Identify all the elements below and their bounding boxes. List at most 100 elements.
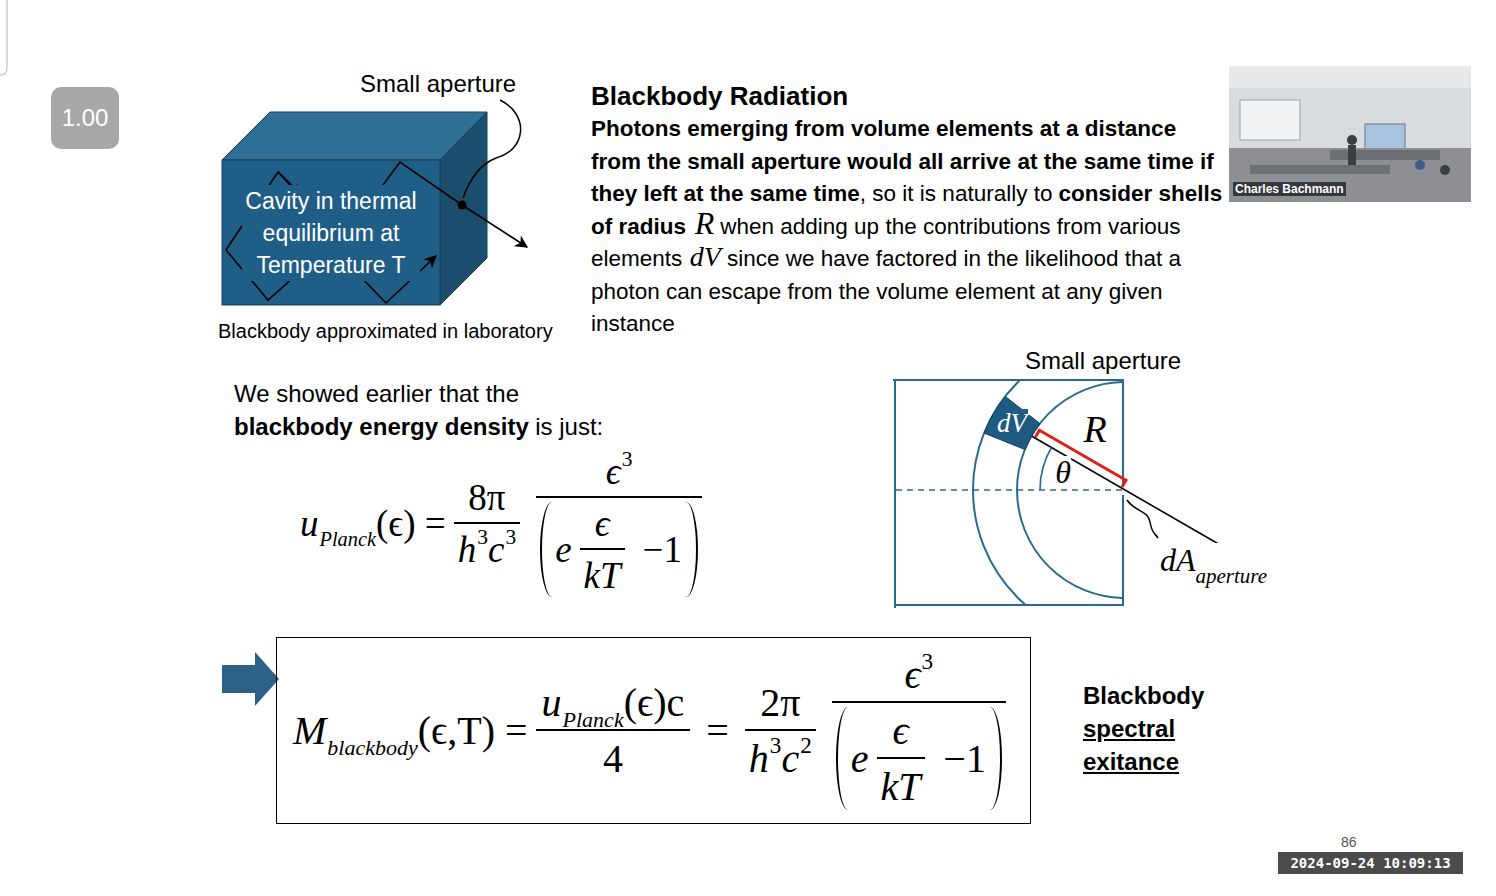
math-symbol: h xyxy=(749,735,769,782)
right-parenthesis xyxy=(686,502,698,597)
area-subscript: aperture xyxy=(1196,564,1268,588)
text-line: We showed earlier that the xyxy=(234,377,603,410)
fraction: ϵ3eϵkT−1 xyxy=(832,651,1006,810)
math-row: Mblackbody(ϵ,T) =uPlanck(ϵ)c4=2πh3c2ϵ3eϵ… xyxy=(293,651,1014,810)
page-number: 86 xyxy=(1341,834,1357,850)
denominator: eϵkT −1 xyxy=(832,701,1006,810)
math-row: h3c2 xyxy=(749,735,812,782)
math-symbol: u xyxy=(300,502,319,545)
webcam-thumbnail: Charles Bachmann xyxy=(1229,66,1471,202)
paragraph-text: R xyxy=(695,205,715,241)
text-line: blackbody energy densityis just: xyxy=(234,410,603,443)
timestamp-box: 2024-09-24 10:09:13 xyxy=(1278,852,1463,874)
math-symbol: blackbody xyxy=(327,735,417,761)
math-symbol: 2π xyxy=(760,679,800,726)
intro-text: is just: xyxy=(535,413,603,440)
math-symbol: −1 xyxy=(643,528,682,571)
math-symbol: (ϵ,T) = xyxy=(418,707,528,754)
math-row: ϵ3 xyxy=(606,450,633,493)
equation-name: Blackbody xyxy=(1083,679,1204,712)
numerator: ϵ3 xyxy=(536,450,702,496)
denominator: kT xyxy=(877,757,925,810)
volume-element: dV xyxy=(984,396,1040,450)
math-row: uPlanck(ϵ) = xyxy=(300,502,446,545)
node-text: Cavity in thermal equilibrium at Tempera… xyxy=(242,185,420,281)
figure-caption: Blackbody approximated in laboratory xyxy=(218,320,553,343)
denominator: 4 xyxy=(536,729,691,782)
denominator: kT xyxy=(580,548,625,597)
body-paragraph: Photons emerging from volume elements at… xyxy=(591,113,1227,341)
math-symbol: M xyxy=(293,707,326,754)
math-symbol: e xyxy=(851,735,869,782)
math-symbol: c xyxy=(781,735,799,782)
aperture-label: Small aperture xyxy=(360,70,516,98)
math-symbol: Planck xyxy=(320,528,376,551)
angle-symbol: θ xyxy=(1055,456,1071,488)
math-row: ϵ3 xyxy=(904,651,933,698)
denominator: eϵ kT −1 xyxy=(536,496,702,597)
paragraph-text: dV xyxy=(690,241,721,272)
math-symbol: h xyxy=(458,528,477,571)
math-symbol: 3 xyxy=(505,525,516,550)
math-symbol: (ϵ)c xyxy=(624,679,685,726)
denominator: h3c2 xyxy=(745,729,816,782)
numerator: uPlanck(ϵ)c xyxy=(536,679,691,729)
equation-name: Blackbodyspectralexitance xyxy=(1083,679,1204,778)
fraction: 2π h3c2 xyxy=(745,679,816,782)
paragraph-text: , so it is naturally to xyxy=(860,181,1053,206)
area-symbol: dA xyxy=(1160,542,1196,578)
right-parenthesis xyxy=(990,707,1002,810)
math-row: eϵ kT −1 xyxy=(555,502,682,597)
math-symbol: 2 xyxy=(800,732,812,759)
slide-heading: Blackbody Radiation xyxy=(591,81,848,111)
pointer-arrow xyxy=(222,652,279,706)
denominator: h3c3 xyxy=(454,522,520,571)
math-symbol: 3 xyxy=(477,525,488,550)
math-symbol: 3 xyxy=(770,732,782,759)
equation-name: spectral xyxy=(1083,712,1204,745)
math-symbol: u xyxy=(542,679,562,726)
node-text: dV xyxy=(996,409,1028,437)
math-symbol: −1 xyxy=(943,735,986,782)
numerator: 8π xyxy=(454,476,520,522)
math-symbol: ϵ xyxy=(904,651,920,698)
aperture-label: Small aperture xyxy=(1025,347,1181,375)
aperture-geometry xyxy=(893,338,1277,642)
numerator: ϵ xyxy=(580,502,625,548)
math-row: eϵkT −1 xyxy=(851,707,986,810)
node-text: 2024-09-24 10:09:13 xyxy=(1290,855,1450,871)
wedge-fill xyxy=(984,396,1040,449)
math-symbol: ϵ xyxy=(595,502,610,545)
node-text: Cavity in thermal equilibrium at Tempera… xyxy=(242,185,420,281)
panel-edge xyxy=(0,0,7,75)
math-row: Mblackbody(ϵ,T) = xyxy=(293,707,528,754)
math-symbol: e xyxy=(555,528,571,571)
cavity-cube xyxy=(222,112,487,305)
math-symbol: 4 xyxy=(603,735,623,782)
math-row: uPlanck(ϵ)c xyxy=(542,679,685,726)
math-symbol: Planck xyxy=(563,707,624,733)
equation-name: exitance xyxy=(1083,745,1204,778)
node-text: Charles Bachmann xyxy=(1233,182,1346,196)
radius-symbol: R xyxy=(1083,410,1106,448)
math-symbol: 3 xyxy=(622,447,633,472)
fraction: ϵkT xyxy=(877,707,925,810)
aperture-dot xyxy=(458,201,467,210)
math-symbol: (ϵ) = xyxy=(376,502,446,545)
numerator: ϵ3 xyxy=(832,651,1006,701)
math-symbol: c xyxy=(488,528,504,571)
math-symbol: = xyxy=(706,707,729,754)
cavity-face: Cavity in thermal equilibrium at Tempera… xyxy=(222,160,440,305)
left-parenthesis xyxy=(540,502,552,597)
fraction: 8πh3c3 xyxy=(454,476,520,571)
math-symbol: 3 xyxy=(922,648,934,675)
fraction: ϵ3eϵkT−1 xyxy=(536,450,702,597)
math-symbol: ϵ xyxy=(606,450,621,493)
parenthesized: eϵkT −1 xyxy=(836,707,1002,810)
photon-paths xyxy=(226,162,527,303)
math-row: uPlanck(ϵ) =8πh3c3ϵ3eϵkT−1 xyxy=(300,450,710,597)
intro-text: blackbody energy density xyxy=(234,413,529,440)
node-text: 1.00 xyxy=(62,104,109,132)
math-symbol: kT xyxy=(584,554,621,597)
speed-badge: 1.00 xyxy=(51,87,119,149)
